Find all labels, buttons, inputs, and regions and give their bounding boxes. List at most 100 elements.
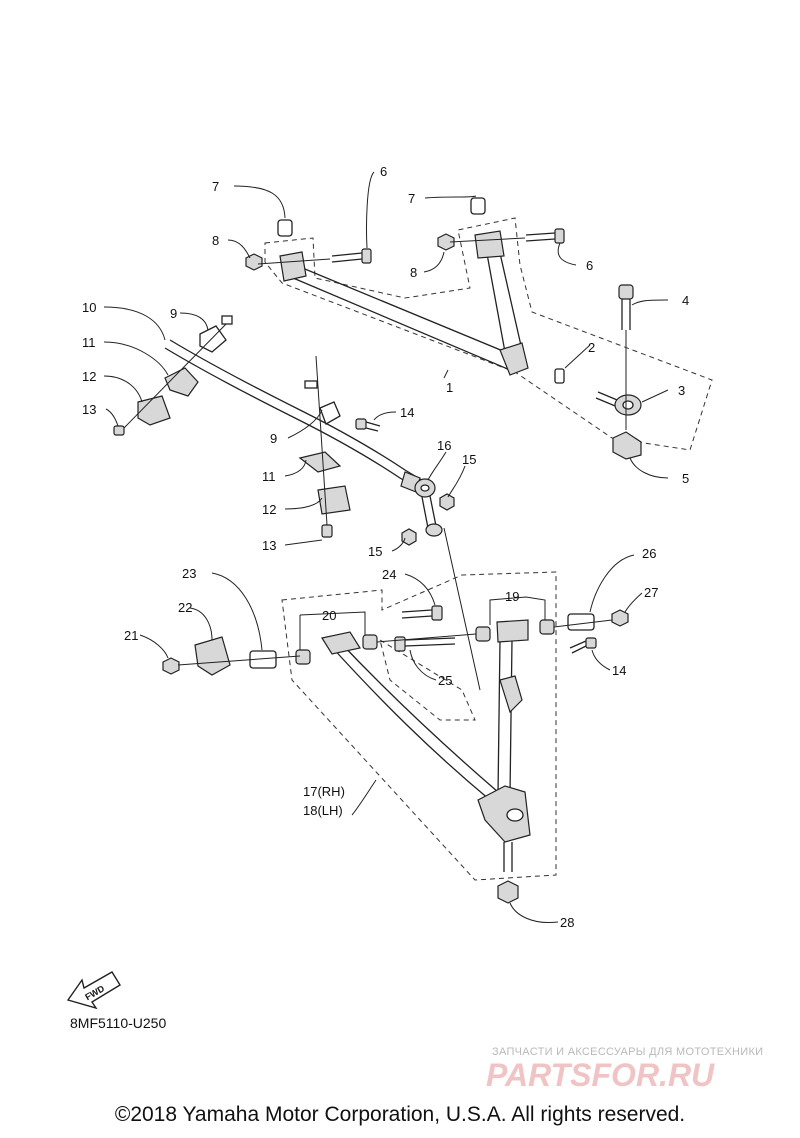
callout-3: 3	[678, 383, 685, 398]
upper-arm-front-pivot	[279, 251, 307, 282]
bolt-14-lower	[569, 637, 597, 654]
bushing-19-left	[475, 626, 491, 642]
clip-top-left	[221, 315, 233, 325]
callout-9-left: 9	[170, 306, 177, 321]
callout-17: 17(RH)	[303, 784, 345, 799]
callout-8-front: 8	[212, 233, 219, 248]
callout-8-rear: 8	[410, 265, 417, 280]
callout-23: 23	[182, 566, 196, 581]
spacer-5	[612, 431, 642, 460]
bracket-12-left	[137, 395, 171, 426]
nut-15-lower	[401, 528, 417, 546]
lower-arm-inner-dashed	[379, 638, 476, 721]
pin-2	[554, 368, 565, 384]
watermark: ЗАПЧАСТИ И АКСЕССУАРЫ ДЛЯ МОТОТЕХНИКИ PA…	[486, 1046, 763, 1093]
callout-6-rear: 6	[586, 258, 593, 273]
bolt-24	[401, 605, 443, 621]
callout-19: 19	[505, 589, 519, 604]
lower-ball-joint-eye	[506, 808, 524, 822]
bolt-25	[394, 636, 456, 652]
lower-arm-tube-rear	[497, 639, 513, 796]
callout-11-right: 11	[262, 469, 276, 484]
callout-28: 28	[560, 915, 574, 930]
bolt-head-top	[304, 380, 318, 389]
copyright-notice: ©2018 Yamaha Motor Corporation, U.S.A. A…	[114, 1103, 686, 1126]
nut-8-front	[245, 253, 263, 271]
callout-25: 25	[438, 673, 452, 688]
link-16	[414, 478, 443, 537]
callout-9-right: 9	[270, 431, 277, 446]
lower-arm-tube-front	[329, 639, 499, 801]
stabilizer-bar	[164, 339, 426, 491]
bracket-22	[194, 636, 231, 676]
callout-15-upper: 15	[462, 452, 476, 467]
callout-labels: 1 2 3 4 5 6 6 7 7 8 8 9 9 10 11 11 12 12…	[82, 164, 689, 930]
callout-7-rear: 7	[408, 191, 415, 206]
lower-arm-front-pivot	[321, 631, 361, 655]
callout-16: 16	[437, 438, 451, 453]
diagram-code: 8MF5110-U250	[70, 1015, 166, 1031]
callout-11-left: 11	[82, 335, 96, 350]
callout-22: 22	[178, 600, 192, 615]
callout-18: 18(LH)	[303, 803, 343, 818]
lower-arm-dashed-outline	[281, 571, 557, 881]
leader-lines	[103, 171, 669, 924]
callout-5: 5	[682, 471, 689, 486]
bushing-19-right	[539, 619, 555, 635]
callout-27: 27	[644, 585, 658, 600]
callout-1: 1	[446, 380, 453, 395]
bolt-6-rear	[525, 228, 565, 244]
clamp-9-right	[319, 401, 341, 425]
bushing-11-left	[164, 367, 199, 397]
upper-arm-rear-pivot	[474, 230, 505, 259]
bushing-20-left	[295, 649, 311, 665]
callout-12-left: 12	[82, 369, 96, 384]
nut-27	[611, 609, 629, 627]
bolt-14-top	[355, 418, 381, 432]
upper-arm-dashed-outline	[264, 217, 713, 451]
callout-14-lower: 14	[612, 663, 626, 678]
callout-12-right: 12	[262, 502, 276, 517]
callout-20: 20	[322, 608, 336, 623]
bolt-4	[618, 284, 634, 430]
upper-arm-group	[245, 197, 713, 460]
callout-26: 26	[642, 546, 656, 561]
clamp-9-left	[199, 325, 227, 353]
callout-6-front: 6	[380, 164, 387, 179]
watermark-tagline: ЗАПЧАСТИ И АКСЕССУАРЫ ДЛЯ МОТОТЕХНИКИ	[492, 1046, 763, 1058]
stabilizer-group	[113, 315, 481, 691]
bushing-20-right	[362, 634, 378, 650]
lower-arm-group	[162, 571, 629, 904]
callout-2: 2	[588, 340, 595, 355]
bushing-7-front	[277, 219, 293, 237]
lower-ball-joint-housing	[477, 785, 531, 843]
lower-ball-joint-stud	[503, 842, 513, 872]
callout-7-front: 7	[212, 179, 219, 194]
bolt-6-front	[331, 248, 372, 264]
bracket-12-right	[317, 485, 351, 515]
watermark-brand: PARTSFOR.RU	[486, 1057, 715, 1093]
fwd-arrow-icon: FWD	[66, 971, 121, 1010]
shock-mount	[499, 675, 523, 714]
exploded-parts-diagram: 1 2 3 4 5 6 6 7 7 8 8 9 9 10 11 11 12 12…	[66, 164, 763, 1093]
collar-26	[567, 613, 595, 631]
callout-13-right: 13	[262, 538, 276, 553]
nut-28	[497, 880, 519, 904]
lower-arm-rear-pivot	[496, 619, 529, 643]
callout-21: 21	[124, 628, 138, 643]
nut-21	[162, 657, 180, 675]
upper-arm-ball-joint-housing	[499, 342, 529, 376]
upper-arm-tube-rear	[484, 239, 523, 353]
callout-13-left: 13	[82, 402, 96, 417]
upper-arm-tube-front	[285, 261, 516, 371]
callout-24: 24	[382, 567, 396, 582]
callout-4: 4	[682, 293, 689, 308]
bolt-13-right	[315, 355, 333, 538]
bushing-7-rear	[470, 197, 486, 215]
nut-8-rear	[437, 233, 455, 251]
bushing-11-right	[298, 451, 342, 473]
nut-15-upper	[439, 493, 455, 511]
bolt-13-left	[113, 319, 231, 436]
rod-end-3	[595, 391, 642, 416]
callout-15-lower: 15	[368, 544, 382, 559]
